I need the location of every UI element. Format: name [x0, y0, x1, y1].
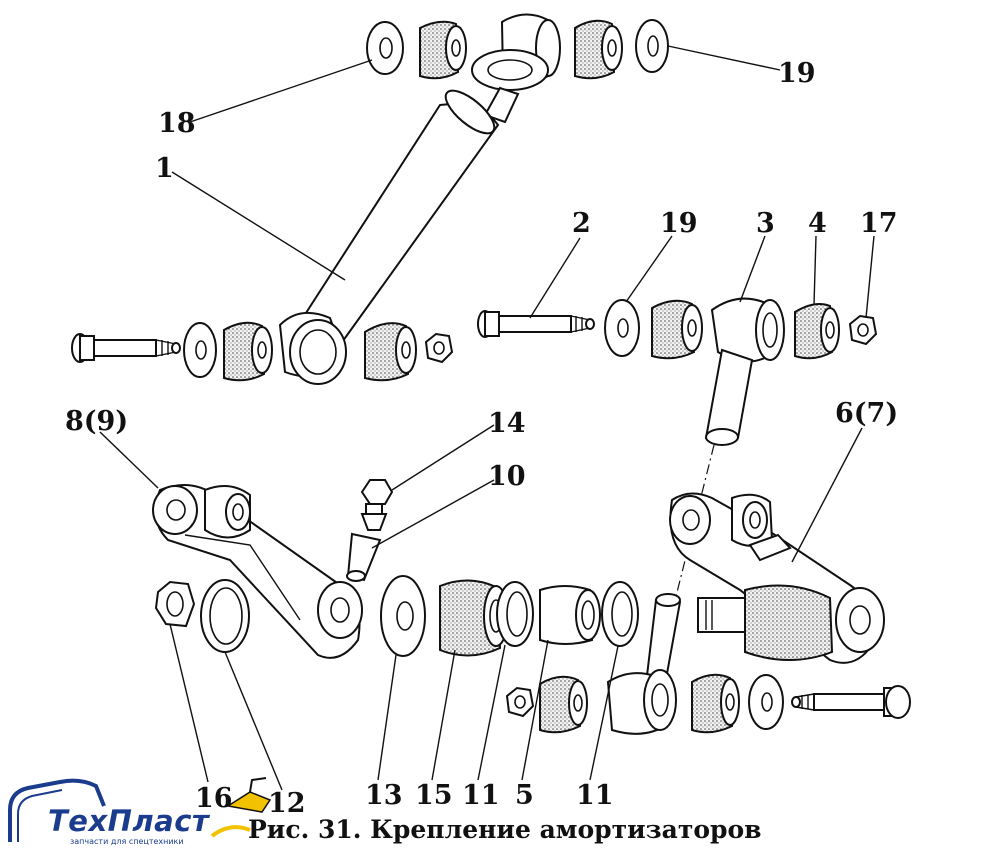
bolt-lower [791, 685, 911, 719]
callout-8-9: 8(9) [65, 406, 129, 437]
fitting-14 [360, 479, 394, 531]
callout-17: 17 [860, 208, 898, 239]
washer-13 [380, 575, 426, 657]
washer-11-right [601, 581, 639, 647]
callout-12: 12 [268, 788, 306, 819]
callout-4: 4 [808, 208, 827, 239]
bolt-2 [477, 310, 595, 338]
callout-16: 16 [195, 783, 233, 814]
callout-2: 2 [572, 208, 591, 239]
bolt-left [71, 333, 181, 363]
top-washer-18 [366, 21, 404, 75]
leader-lines [99, 45, 875, 791]
bushing-left-mid [223, 321, 273, 382]
upper-eye [471, 13, 561, 91]
callout-11-right: 11 [576, 780, 614, 811]
callout-19-top: 19 [778, 58, 816, 89]
callout-1: 1 [155, 153, 174, 184]
bushing-4 [794, 303, 840, 360]
callout-15: 15 [415, 780, 453, 811]
callout-11-left: 11 [462, 780, 500, 811]
nut-lower [505, 686, 535, 718]
washer-lower [748, 674, 784, 730]
bushing-lower-left [539, 675, 588, 734]
washer-12 [200, 579, 250, 653]
callout-6-7: 6(7) [835, 398, 899, 429]
callout-18: 18 [158, 108, 196, 139]
callout-3: 3 [756, 208, 775, 239]
pin-10 [346, 532, 382, 582]
washer-11-left [496, 581, 534, 647]
logo-tagline: запчасти для спецтехники [70, 837, 184, 846]
top-bushing-left [419, 20, 467, 80]
bushing-right-upper [651, 299, 703, 360]
nut-left [424, 332, 454, 364]
figure-caption: Рис. 31. Крепление амортизаторов [248, 815, 762, 844]
callout-13: 13 [365, 780, 403, 811]
link-5-lower [606, 593, 682, 735]
callout-5: 5 [515, 780, 534, 811]
bushing-right-mid [364, 322, 417, 382]
top-bushing-right [574, 19, 623, 80]
techplast-logo [8, 777, 272, 842]
callout-19: 19 [660, 208, 698, 239]
sleeve-5 [539, 585, 601, 645]
nut-17 [848, 314, 878, 346]
lever-8-9 [152, 484, 363, 659]
top-washer-19 [635, 19, 669, 73]
logo-wordmark: ТехПласт [48, 804, 210, 838]
nut-16 [154, 580, 196, 628]
shock-absorber-1 [278, 86, 520, 385]
callout-14: 14 [488, 408, 526, 439]
pivot-shaft [697, 584, 834, 661]
bushing-lower-right [691, 673, 740, 734]
washer-19 [604, 299, 640, 357]
callout-10: 10 [488, 461, 526, 492]
washer-left [183, 322, 217, 378]
link-3 [704, 297, 785, 446]
